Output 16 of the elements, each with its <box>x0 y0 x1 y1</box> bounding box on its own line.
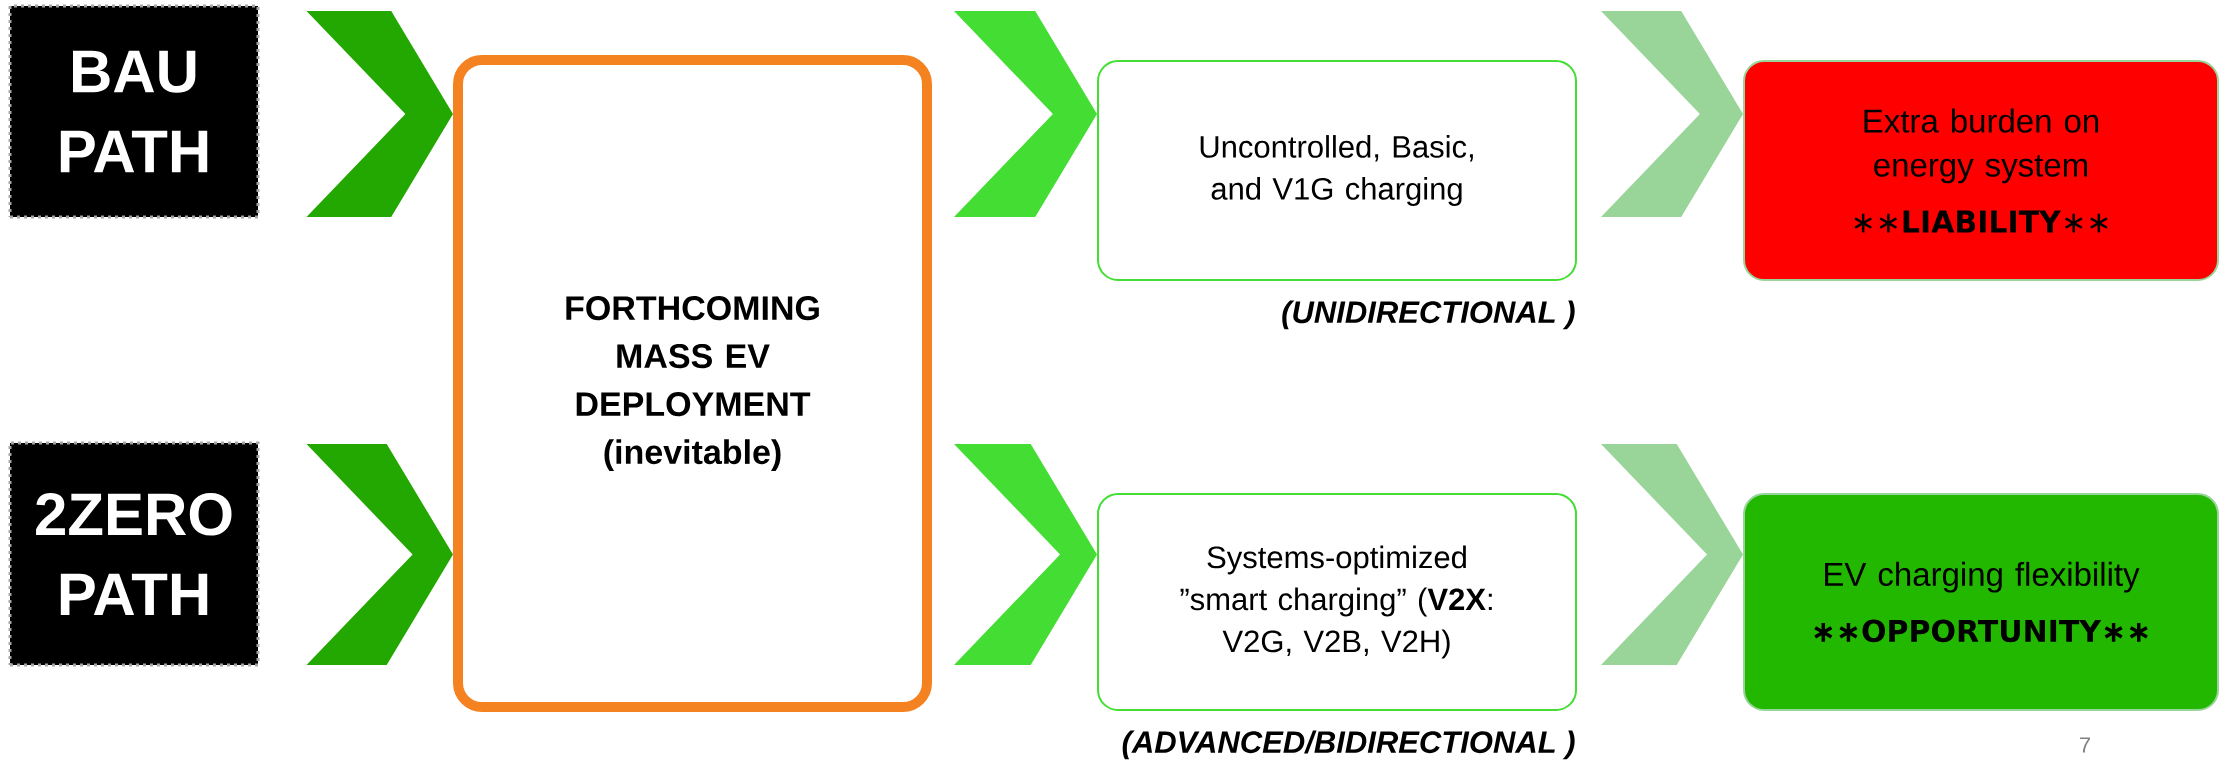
page-number: 7 <box>2080 737 2091 753</box>
chevron-arrow <box>1601 11 1743 217</box>
outcome-box: EV charging flexibility ∗∗OPPORTUNITY∗∗ <box>1743 493 2219 711</box>
chevron-arrow <box>954 11 1097 217</box>
charging-box: Uncontrolled, Basic, and V1G charging <box>1097 60 1577 281</box>
deployment-box: FORTHCOMING MASS EV DEPLOYMENT (inevitable) <box>453 55 932 712</box>
outcome-box: Extra burden on energy system ∗∗LIABILITY∗∗ <box>1743 60 2219 281</box>
path-label-box: 2ZERO PATH <box>8 441 260 667</box>
charging-box: Systems-optimized ”smart charging” (V2X: V2G, V2B, V2H) <box>1097 493 1577 711</box>
chevron-arrow <box>306 11 453 217</box>
caption-text: (ADVANCED/BIDIRECTIONAL ) <box>1122 730 1575 760</box>
chevron-arrow <box>306 444 453 665</box>
caption-text: (UNIDIRECTIONAL ) <box>1282 300 1575 330</box>
chevron-arrow <box>954 444 1097 665</box>
path-label-box: BAU PATH <box>8 4 260 219</box>
chevron-arrow <box>1601 444 1743 665</box>
